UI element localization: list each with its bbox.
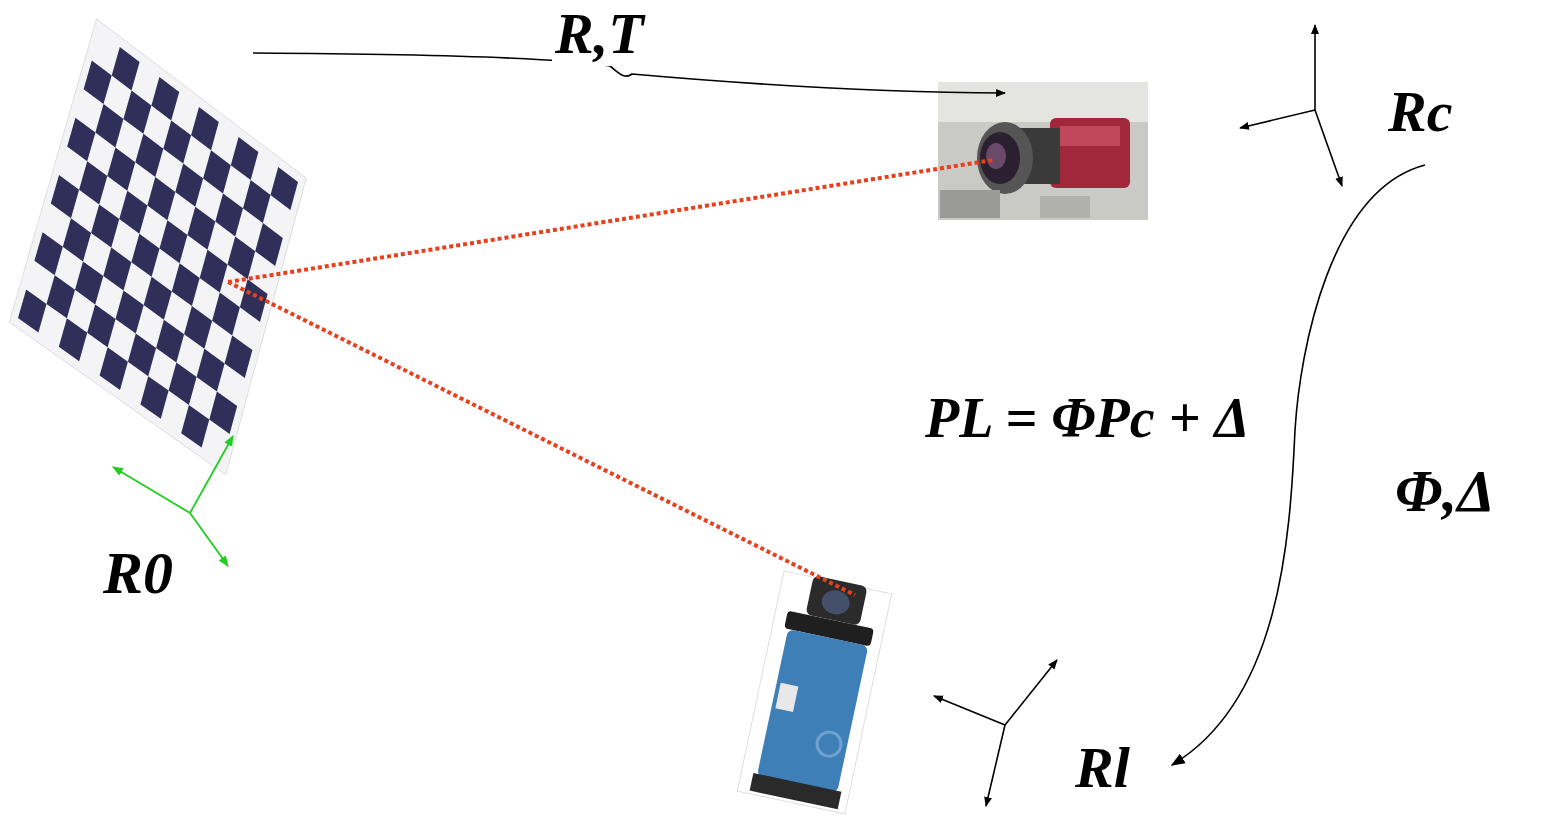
frame-label: Rl (1072, 736, 1133, 800)
frame-label: Φ,Δ (1392, 458, 1498, 524)
lidar-frame-axes (934, 660, 1057, 806)
frame-label: R,T (552, 2, 647, 66)
checkerboard (9, 19, 306, 475)
lidar-picture (737, 569, 892, 814)
transform-equation: PL = ΦPc + Δ (922, 388, 1253, 450)
frame-label: Rc (1385, 80, 1455, 144)
camera-frame-axes (1240, 25, 1342, 186)
sight-line (228, 160, 993, 595)
camera-picture (938, 82, 1148, 220)
transform-arrow (1172, 165, 1425, 765)
frame-label: R0 (100, 540, 176, 606)
